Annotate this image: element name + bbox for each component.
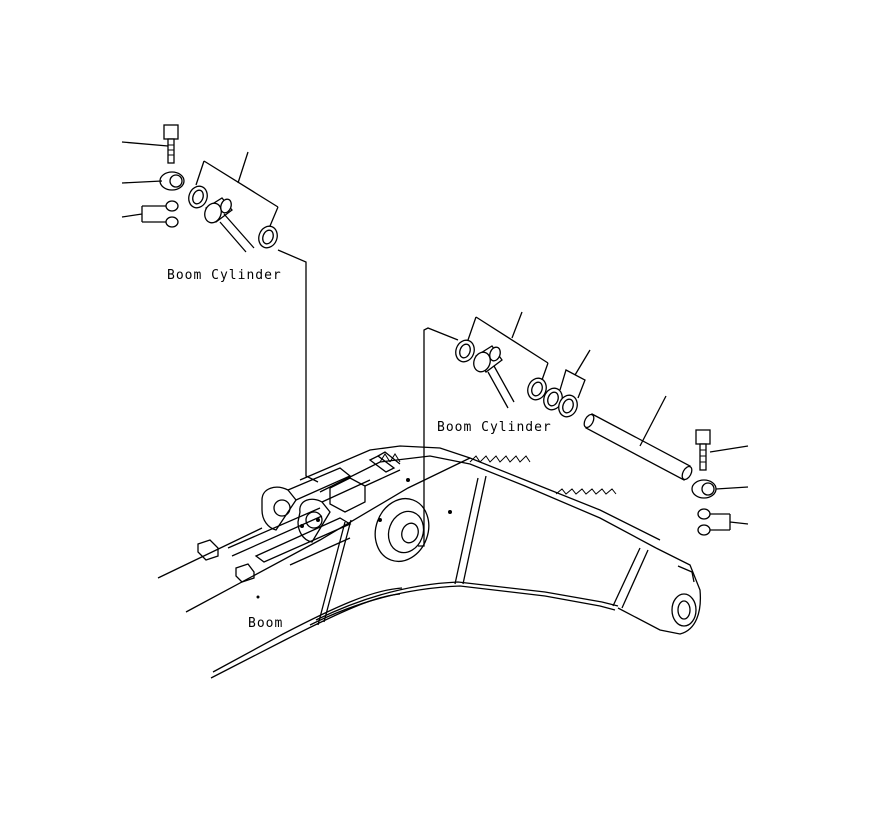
pin-leader: [639, 395, 667, 447]
bolt-top-left: [163, 124, 179, 164]
boom-body: [157, 445, 702, 679]
collar-top-left: [159, 171, 185, 191]
bolt-right: [695, 429, 711, 471]
nuts-right: [697, 508, 711, 536]
boom-cylinder-label-mid: Boom Cylinder: [437, 420, 552, 435]
middle-parts-group: Boom Cylinder: [418, 311, 591, 547]
top-left-parts-group: Boom Cylinder: [121, 124, 319, 483]
nuts-top-left: [165, 200, 179, 228]
right-parts-group: [583, 395, 749, 536]
leaders-right: [709, 445, 749, 531]
pin-long: [583, 413, 693, 481]
leaders-top-left: [121, 141, 319, 483]
boom-cylinder-label-top: Boom Cylinder: [167, 268, 282, 283]
leaders-middle: [418, 311, 591, 547]
collar-right: [691, 479, 717, 499]
washers-top-left: [188, 185, 278, 253]
washers-middle: [455, 339, 578, 418]
boom-label: Boom: [248, 616, 283, 631]
